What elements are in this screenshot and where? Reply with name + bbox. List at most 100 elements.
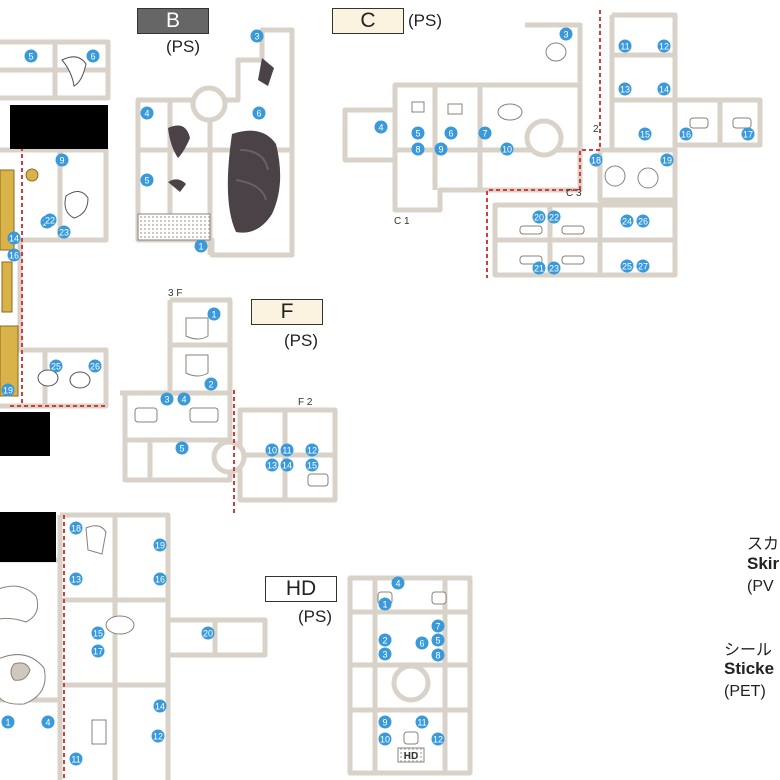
svg-text:3: 3 [254,31,259,41]
svg-text:13: 13 [71,574,81,584]
svg-text:4: 4 [144,108,149,118]
runner-b-label: B [137,8,209,34]
runner-hd-material: (PS) [298,607,332,626]
part-number-dot: 24 [620,214,634,228]
part-number-dot: 1 [194,239,208,253]
part-number-dot: 22 [547,210,561,224]
svg-text:21: 21 [534,263,544,273]
svg-text:22: 22 [45,215,55,225]
svg-text:11: 11 [417,717,426,727]
runner-c-material: (PS) [408,11,442,30]
runner-a-parts [0,56,91,397]
part-number-dot: 23 [57,225,71,239]
svg-text:12: 12 [307,445,317,455]
part-number-dot: 6 [86,49,100,63]
svg-text:17: 17 [743,129,753,139]
svg-text:5: 5 [435,635,440,645]
svg-text:13: 13 [620,84,630,94]
runner-b-tag [137,213,211,241]
part-number-dot: 4 [391,576,405,590]
part-number-dot: 1 [378,597,392,611]
runner-f-hub [211,439,247,475]
part-number-dot: 14 [153,699,167,713]
runner-f-material: (PS) [284,331,318,350]
runner-f-label: F [251,299,323,325]
part-number-dot: 12 [657,39,671,53]
runner-hd-label: HD [265,576,337,602]
runner-b-hub [190,85,228,123]
runner-c-hub [524,118,564,158]
part-number-dot: 20 [201,626,215,640]
svg-text:22: 22 [549,212,559,222]
part-number-dot: 6 [252,106,266,120]
svg-text:18: 18 [71,523,81,533]
part-number-dot: 22 [43,213,57,227]
part-number-dot: 4 [374,120,388,134]
part-number-dot: 16 [153,572,167,586]
svg-text:24: 24 [622,216,632,226]
frame-label: 3 F [168,288,182,299]
svg-text:3: 3 [164,394,169,404]
part-number-dot: 11 [69,752,83,766]
runner-a-numbers: 5 6 9 10 14 16 19 22 23 25 26 [1,49,102,397]
part-number-dot: 16 [679,127,693,141]
svg-text:15: 15 [640,129,650,139]
part-number-dot: 5 [431,633,445,647]
part-number-dot: 7 [431,619,445,633]
part-number-dot: 1 [1,715,15,729]
part-number-dot: 10 [378,732,392,746]
svg-text:9: 9 [438,144,443,154]
part-number-dot: 12 [151,729,165,743]
svg-text:6: 6 [90,51,95,61]
runner-hd-hub [391,663,431,703]
part-number-dot: 17 [741,127,755,141]
svg-text:14: 14 [155,701,165,711]
runner-f-parts [134,317,329,487]
part-number-dot: 6 [415,636,429,650]
part-number-dot: 9 [434,142,448,156]
part-number-dot: 16 [7,248,21,262]
svg-text:4: 4 [45,717,50,727]
svg-text:14: 14 [9,233,19,243]
part-number-dot: 13 [618,82,632,96]
svg-text:13: 13 [267,460,277,470]
svg-text:20: 20 [534,212,544,222]
svg-text:18: 18 [591,155,601,165]
runner-b-numbers: 1 3 4 5 6 [140,29,266,253]
part-number-dot: 11 [618,39,632,53]
svg-text:1: 1 [5,717,10,727]
svg-text:10: 10 [380,734,390,744]
svg-text:12: 12 [659,41,669,51]
part-number-dot: 9 [378,715,392,729]
part-number-dot: 4 [177,392,191,406]
svg-text:1: 1 [382,599,387,609]
runner-e-parts [0,525,135,745]
part-number-dot: 14 [280,458,294,472]
part-number-dot: 12 [431,732,445,746]
frame-label: C 1 [394,216,410,227]
svg-text:15: 15 [93,628,103,638]
svg-text:27: 27 [638,261,648,271]
part-number-dot: 18 [589,153,603,167]
svg-text:15: 15 [307,460,317,470]
svg-text:7: 7 [435,621,440,631]
part-number-dot: 7 [478,126,492,140]
sticker-label-en: Sticke [724,659,775,678]
part-number-dot: 21 [532,261,546,275]
sticker-label-jp: シール [724,642,773,659]
runner-c [342,12,763,278]
runner-a-cut-line [10,140,105,407]
svg-text:6: 6 [419,638,424,648]
part-number-dot: 26 [636,214,650,228]
svg-text:2: 2 [382,635,387,645]
frame-label: F 2 [298,397,313,408]
svg-text:6: 6 [256,108,261,118]
runner-b-material: (PS) [166,37,200,56]
part-number-dot: 8 [431,648,445,662]
svg-text:4: 4 [378,122,383,132]
svg-text:19: 19 [662,155,672,165]
skirt-material: (PV [747,578,774,595]
svg-text:20: 20 [203,628,213,638]
svg-text:19: 19 [3,385,13,395]
